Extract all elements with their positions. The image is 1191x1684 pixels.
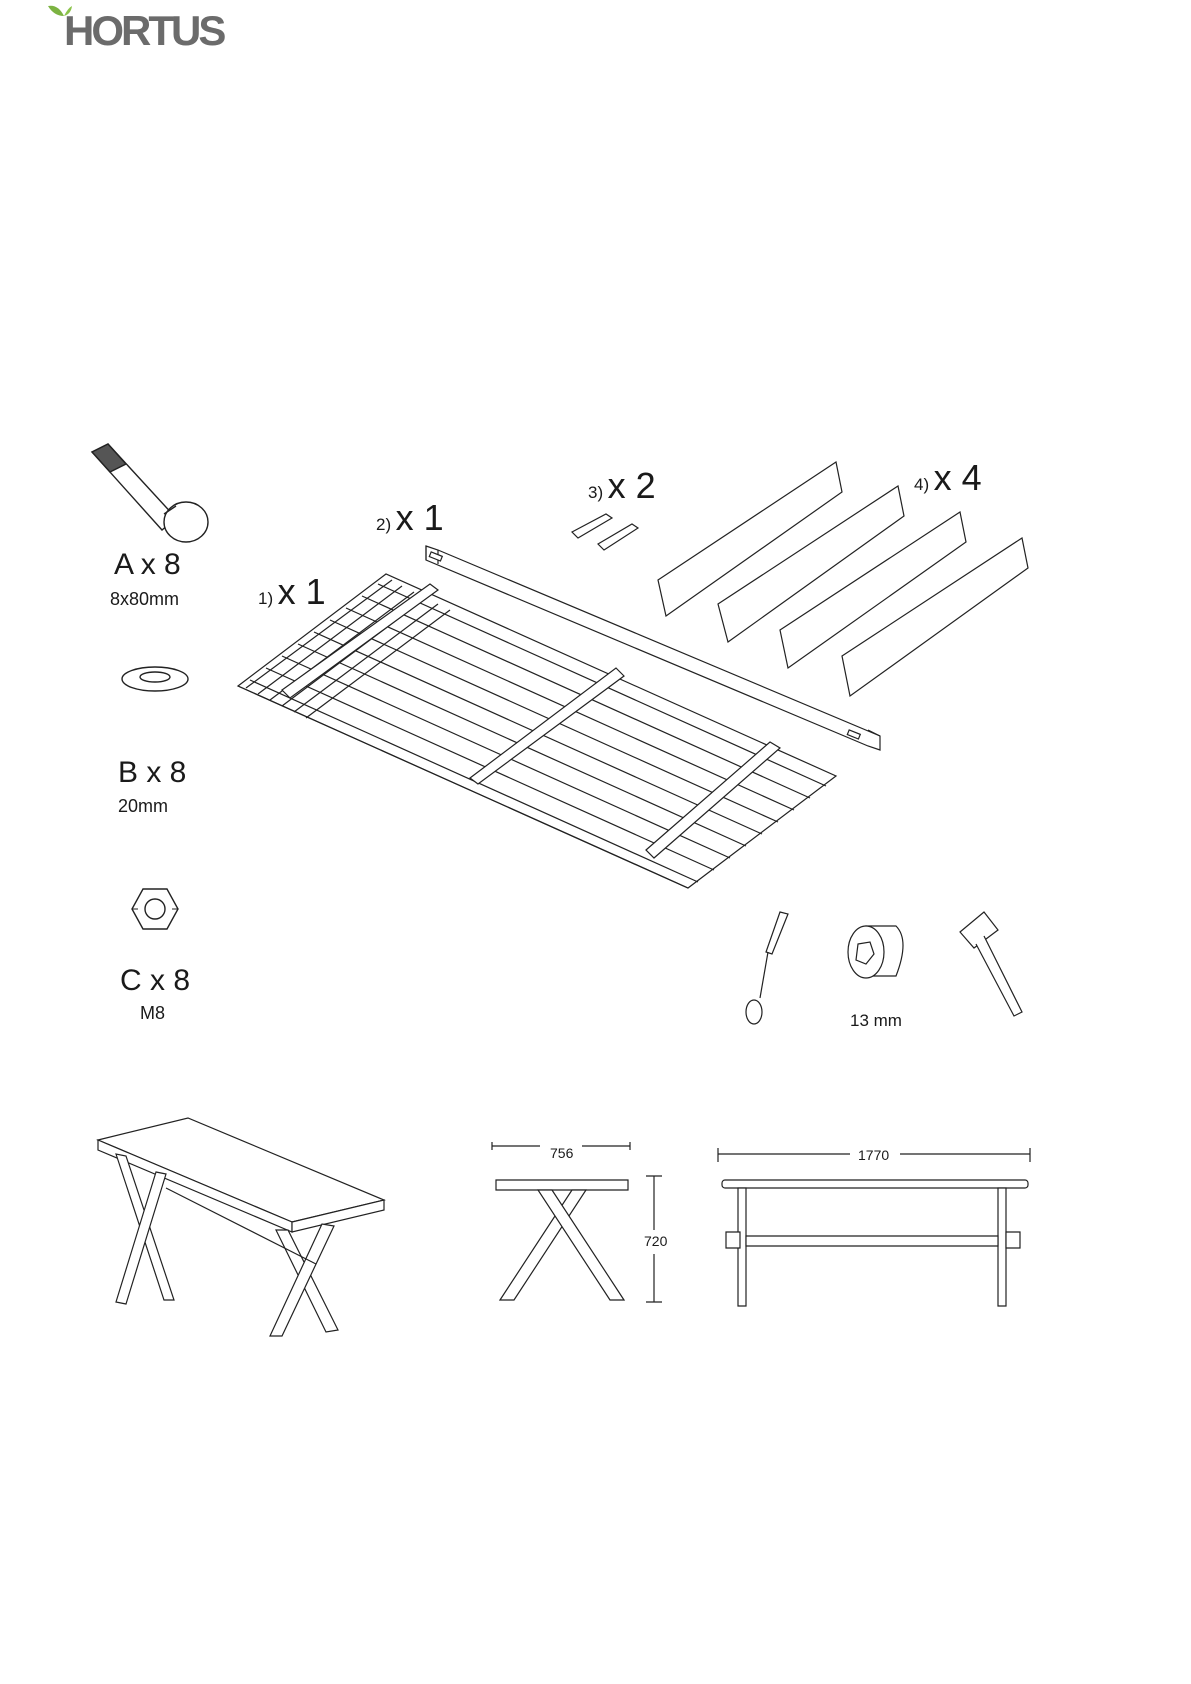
hex-nut-icon: [130, 886, 180, 932]
hardware-a-label: A x 8: [114, 550, 181, 580]
part-2-number: 2): [376, 515, 391, 534]
leg-icon: [656, 456, 1030, 706]
washer-icon: [118, 664, 192, 694]
part-3-quantity: x 2: [608, 465, 656, 506]
part-3-label: 3) x 2: [588, 468, 656, 504]
hardware-c-label: C x 8: [120, 966, 190, 996]
screwdriver-icon: [742, 908, 796, 1026]
hardware-b-label: B x 8: [118, 758, 186, 788]
socket-icon: [846, 922, 912, 984]
width-dimension: 756: [550, 1146, 573, 1160]
hardware-b-spec: 20mm: [118, 797, 168, 815]
assembled-table-perspective: [96, 1114, 388, 1338]
front-view-drawing: [490, 1140, 666, 1312]
part-2-quantity: x 1: [396, 497, 444, 538]
side-view-drawing: [716, 1146, 1034, 1310]
part-2-label: 2) x 1: [376, 500, 444, 536]
height-dimension: 720: [644, 1234, 667, 1248]
hardware-c-spec: M8: [140, 1004, 165, 1022]
socket-size-label: 13 mm: [850, 1012, 902, 1029]
length-dimension: 1770: [858, 1148, 889, 1162]
mallet-icon: [954, 908, 1028, 1018]
part-3-number: 3): [588, 483, 603, 502]
brand-name: HORTUS: [64, 10, 223, 52]
carriage-bolt-icon: [84, 440, 214, 550]
wedge-icon: [570, 508, 642, 552]
hardware-a-spec: 8x80mm: [110, 590, 179, 608]
